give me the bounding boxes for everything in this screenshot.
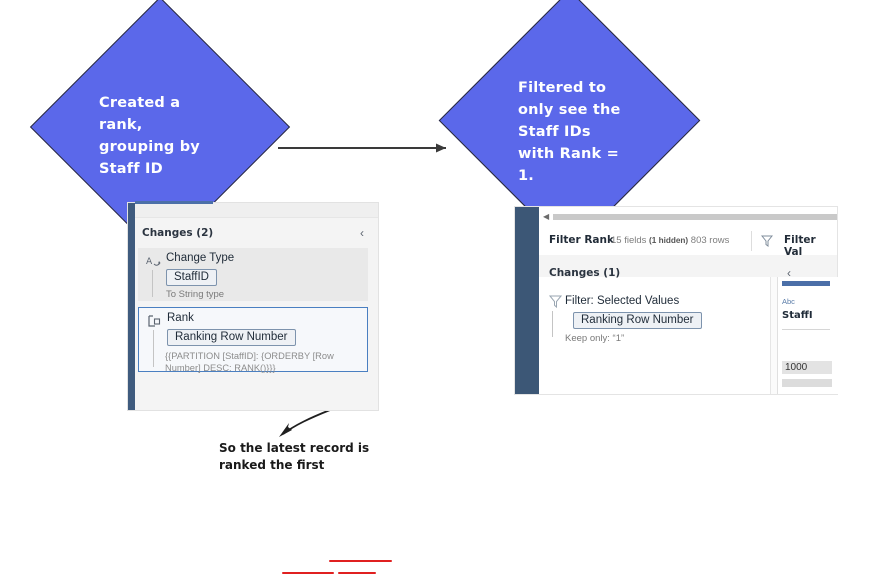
- rank-step-icon: [147, 315, 163, 329]
- horizontal-scrollbar[interactable]: ◀: [543, 213, 837, 221]
- column-divider: [782, 329, 830, 330]
- field-pill-ranking-row-number[interactable]: Ranking Row Number: [167, 329, 296, 346]
- field-pill-ranking-row-number[interactable]: Ranking Row Number: [573, 312, 702, 329]
- change-card-subtext: To String type: [166, 289, 225, 300]
- data-grid-column-staffid[interactable]: Abc StaffI 1000: [777, 277, 838, 394]
- callout-created-rank: Created a rank, grouping by Staff ID: [29, 0, 291, 258]
- diamond-connector-line: [278, 143, 446, 153]
- scroll-thumb[interactable]: [553, 214, 837, 220]
- collapse-panel-button[interactable]: ‹: [360, 226, 364, 240]
- callout-filtered-rank: Filtered to only see the Staff IDs with …: [438, 0, 701, 252]
- annotation-text: So the latest record is ranked the first: [219, 441, 370, 472]
- grid-cell-value[interactable]: 1000: [782, 361, 832, 374]
- grid-gutter: [770, 277, 778, 394]
- field-pill-staffid[interactable]: StaffID: [166, 269, 217, 286]
- callout-text: Filtered to only see the Staff IDs with …: [518, 80, 621, 184]
- svg-text:A: A: [146, 257, 153, 267]
- grid-cell-placeholder: [782, 379, 832, 387]
- active-tab-marker: [135, 201, 213, 204]
- filter-card-subtext: Keep only: “1”: [565, 333, 625, 344]
- callout-text: Created a rank, grouping by Staff ID: [99, 95, 200, 177]
- panel-top-strip: [135, 201, 378, 218]
- changes-header: Changes (1): [549, 267, 621, 279]
- flow-toolbar: Filter Rank 15 fields (1 hidden) 803 row…: [539, 227, 837, 258]
- column-type-label: Abc: [782, 297, 795, 306]
- app-left-rail: [128, 203, 135, 410]
- changes-header: Changes (2): [142, 227, 214, 239]
- change-card-title: Change Type: [166, 252, 235, 264]
- row-count: 803 rows: [690, 235, 730, 246]
- column-name: StaffI: [782, 310, 813, 321]
- app-left-rail: [515, 207, 539, 394]
- card-guide-line: [552, 311, 553, 337]
- toolbar-divider: [751, 231, 752, 251]
- changes-panel-left: Changes (2) ‹ A Change Type StaffID To S…: [128, 201, 392, 574]
- field-count: 15 fields: [611, 235, 647, 246]
- formula-highlight-1: [329, 560, 392, 563]
- card-guide-line: [152, 270, 153, 297]
- hidden-count: (1 hidden): [649, 236, 689, 245]
- change-card-change-type[interactable]: A Change Type StaffID To String type: [138, 248, 368, 301]
- funnel-icon[interactable]: [760, 235, 774, 253]
- canvas: Created a rank, grouping by Staff ID Fil…: [29, 0, 838, 574]
- flow-step-title: Filter Rank: [549, 234, 614, 246]
- column-profile-bar: [782, 281, 830, 286]
- change-card-title: Rank: [167, 312, 194, 324]
- change-card-rank[interactable]: Rank Ranking Row Number {{PARTITION [Sta…: [138, 307, 368, 373]
- changes-section-band: [539, 255, 837, 277]
- rank-formula-text: {{PARTITION [StaffID]: {ORDERBY [Row Num…: [165, 351, 334, 373]
- funnel-icon: [548, 295, 563, 314]
- card-guide-line: [153, 330, 154, 367]
- panel-body: [135, 203, 378, 410]
- collapse-panel-button[interactable]: ‹: [787, 266, 791, 280]
- change-type-icon: A: [146, 255, 162, 269]
- filter-panel-right: ◀ Filter Rank 15 fields (1 hidden) 803 r…: [515, 207, 838, 394]
- flow-step-meta: 15 fields (1 hidden) 803 rows: [611, 235, 729, 246]
- scroll-left-arrow[interactable]: ◀: [543, 212, 550, 221]
- filter-card-title: Filter: Selected Values: [565, 295, 680, 307]
